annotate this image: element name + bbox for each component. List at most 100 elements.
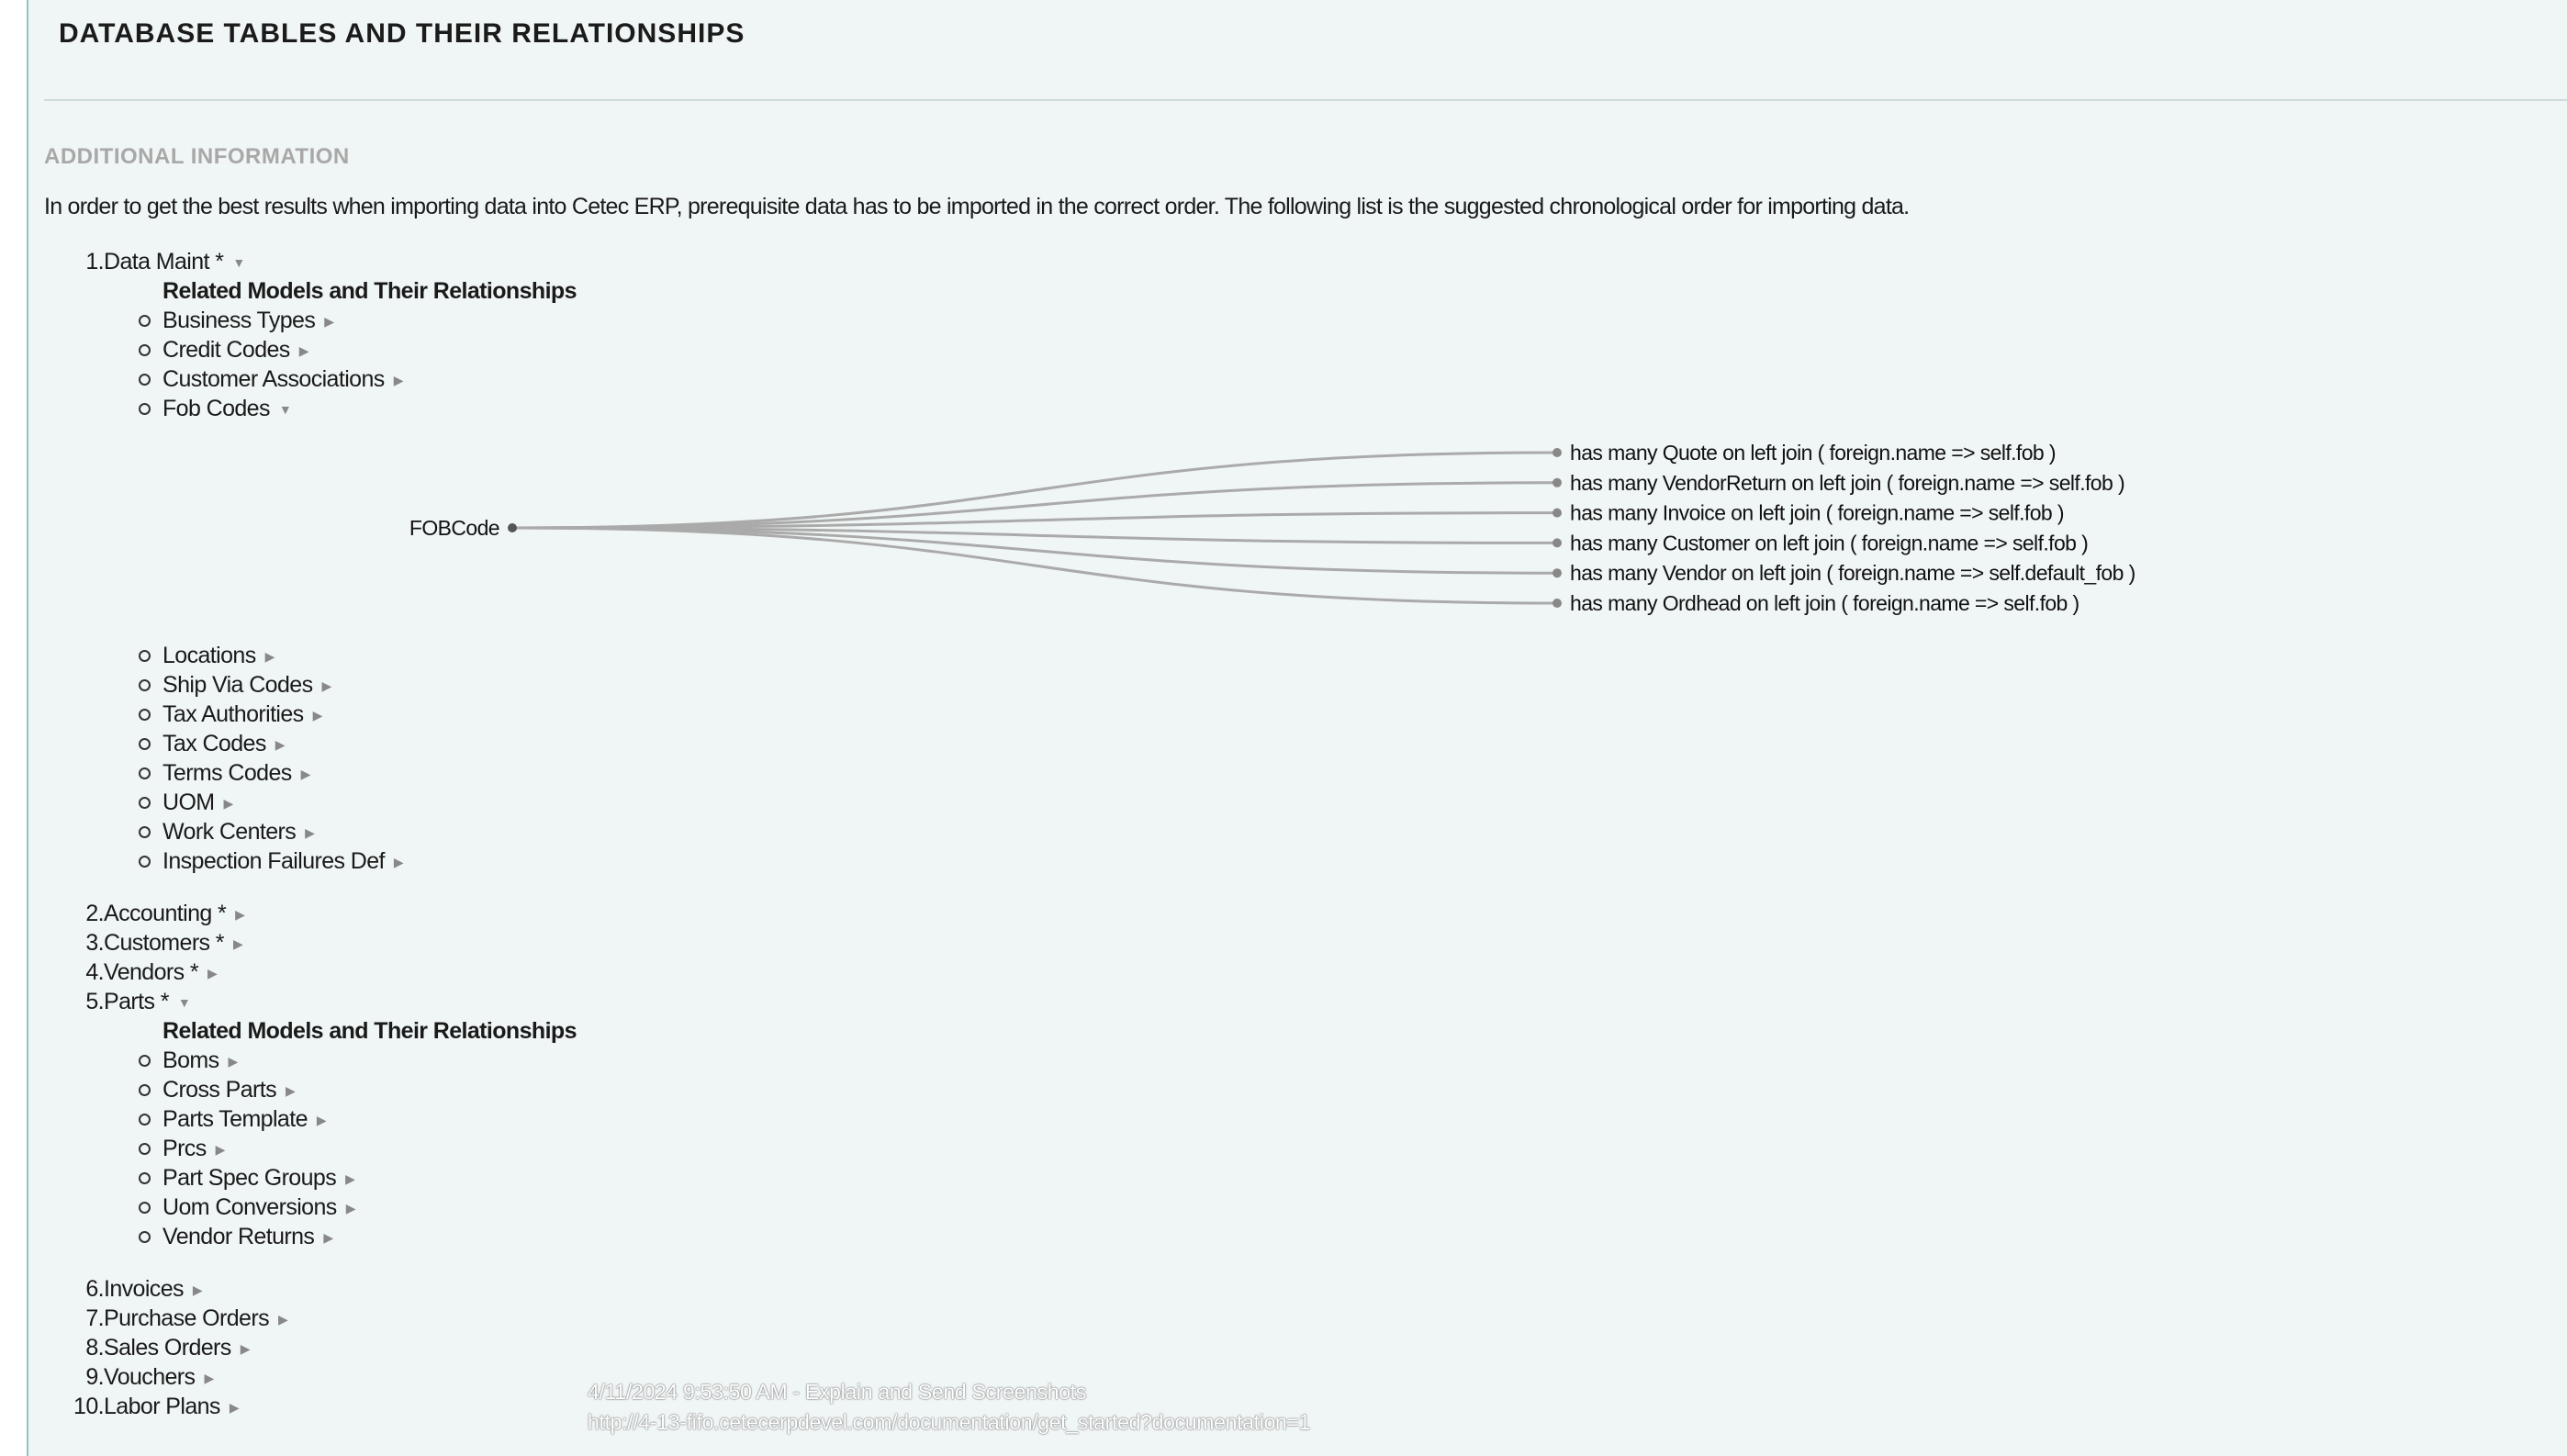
list-item-label[interactable]: Purchase Orders▶ xyxy=(104,1304,288,1334)
sub-list-item-label[interactable]: UOM▶ xyxy=(163,788,233,818)
sub-list-item-label[interactable]: Tax Authorities▶ xyxy=(163,700,322,730)
watermark-timestamp: 4/11/2024 9:53:50 AM - Explain and Send … xyxy=(588,1380,1087,1404)
relation-node[interactable] xyxy=(1553,448,1562,457)
caret-right-icon[interactable]: ▶ xyxy=(300,767,311,782)
sub-list-item-label[interactable]: Uom Conversions▶ xyxy=(163,1193,355,1223)
sub-list-item-label[interactable]: Work Centers▶ xyxy=(163,817,315,847)
list-item-label[interactable]: Vendors *▶ xyxy=(104,958,218,988)
list-item-label[interactable]: Data Maint *▼ xyxy=(104,247,245,277)
bullet-icon xyxy=(139,738,151,750)
sub-list-item-label[interactable]: Terms Codes ▶ xyxy=(163,758,310,789)
sub-list-item-label[interactable]: Customer Associations▶ xyxy=(163,364,403,395)
sub-list-item-label[interactable]: Part Spec Groups▶ xyxy=(163,1163,355,1193)
sub-list-item[interactable]: Vendor Returns▶ xyxy=(28,1222,2507,1251)
caret-right-icon[interactable]: ▶ xyxy=(228,1054,239,1070)
sub-list-item[interactable]: Business Types▶ xyxy=(28,306,2507,335)
sub-list-item-label[interactable]: Boms▶ xyxy=(163,1046,238,1076)
caret-right-icon[interactable]: ▶ xyxy=(393,855,404,870)
sub-list-item[interactable]: Ship Via Codes▶ xyxy=(28,670,2507,700)
caret-right-icon[interactable]: ▶ xyxy=(229,1400,240,1416)
caret-right-icon[interactable]: ▶ xyxy=(393,373,404,388)
list-item-label[interactable]: Vouchers▶ xyxy=(104,1362,214,1393)
caret-right-icon[interactable]: ▶ xyxy=(215,1142,226,1158)
relation-node[interactable] xyxy=(1553,568,1562,578)
caret-right-icon[interactable]: ▶ xyxy=(277,1312,288,1327)
sub-list-item[interactable]: Inspection Failures Def▶ xyxy=(28,846,2507,876)
sub-list-item-label[interactable]: Prcs▶ xyxy=(163,1134,225,1164)
sub-list-item[interactable]: Parts Template▶ xyxy=(28,1104,2507,1134)
sub-list-item-label[interactable]: Credit Codes▶ xyxy=(163,335,308,365)
caret-right-icon[interactable]: ▶ xyxy=(192,1282,203,1298)
list-item[interactable]: 1.Data Maint *▼ xyxy=(28,247,2507,276)
sub-list-item-text: Terms Codes xyxy=(163,760,292,786)
root-node[interactable] xyxy=(508,523,517,532)
list-item[interactable]: 10.Labor Plans▶ xyxy=(28,1392,2507,1421)
list-item[interactable]: 3.Customers *▶ xyxy=(28,928,2507,958)
sub-list-item[interactable]: UOM▶ xyxy=(28,788,2507,817)
sub-list-item-label[interactable]: Cross Parts▶ xyxy=(163,1075,296,1105)
caret-right-icon[interactable]: ▶ xyxy=(324,314,334,330)
sub-list-item[interactable]: Fob Codes▼ xyxy=(28,394,2507,423)
sub-list-item[interactable]: Part Spec Groups▶ xyxy=(28,1163,2507,1193)
sub-list-item[interactable]: Tax Codes▶ xyxy=(28,729,2507,758)
list-item[interactable]: 6.Invoices▶ xyxy=(28,1274,2507,1304)
sub-list-item[interactable]: Work Centers▶ xyxy=(28,817,2507,846)
caret-right-icon[interactable]: ▶ xyxy=(316,1113,327,1128)
sub-list-item[interactable]: Tax Authorities▶ xyxy=(28,700,2507,729)
sub-list-item[interactable]: Terms Codes ▶ xyxy=(28,758,2507,788)
caret-right-icon[interactable]: ▶ xyxy=(240,1341,251,1357)
list-item-label[interactable]: Labor Plans▶ xyxy=(104,1392,240,1422)
caret-right-icon[interactable]: ▶ xyxy=(345,1201,356,1216)
relation-node[interactable] xyxy=(1553,508,1562,518)
caret-down-icon[interactable]: ▼ xyxy=(278,402,292,418)
sub-list-item[interactable]: Prcs▶ xyxy=(28,1134,2507,1163)
caret-right-icon[interactable]: ▶ xyxy=(204,1371,214,1386)
caret-right-icon[interactable]: ▶ xyxy=(235,907,245,923)
list-item[interactable]: 7.Purchase Orders▶ xyxy=(28,1304,2507,1333)
caret-right-icon[interactable]: ▶ xyxy=(321,678,331,694)
caret-right-icon[interactable]: ▶ xyxy=(232,936,243,952)
sub-list-item-label[interactable]: Business Types▶ xyxy=(163,306,334,336)
caret-right-icon[interactable]: ▶ xyxy=(223,796,234,812)
caret-right-icon[interactable]: ▶ xyxy=(298,343,309,359)
list-item-label[interactable]: Accounting * ▶ xyxy=(104,899,245,929)
caret-down-icon[interactable]: ▼ xyxy=(232,255,245,271)
caret-right-icon[interactable]: ▶ xyxy=(305,825,315,841)
sub-list-item-label[interactable]: Parts Template▶ xyxy=(163,1104,327,1135)
list-item-number: 9. xyxy=(85,1364,104,1390)
sub-list-item-label[interactable]: Tax Codes▶ xyxy=(163,729,286,759)
bullet-icon xyxy=(139,826,151,838)
relation-node[interactable] xyxy=(1553,599,1562,608)
sub-list-item[interactable]: Locations▶ xyxy=(28,641,2507,670)
sub-list-item[interactable]: Credit Codes▶ xyxy=(28,335,2507,364)
list-item[interactable]: 4.Vendors *▶ xyxy=(28,958,2507,987)
list-item[interactable]: 2.Accounting *▶ xyxy=(28,899,2507,928)
caret-right-icon[interactable]: ▶ xyxy=(345,1171,355,1187)
list-item-label[interactable]: Parts *▼ xyxy=(104,987,191,1017)
list-item[interactable]: 9.Vouchers▶ xyxy=(28,1362,2507,1392)
list-item-label[interactable]: Customers *▶ xyxy=(104,928,243,958)
caret-right-icon[interactable]: ▶ xyxy=(264,649,275,665)
sub-list-item-label[interactable]: Locations▶ xyxy=(163,641,275,671)
caret-right-icon[interactable]: ▶ xyxy=(312,708,323,723)
sub-list-item-label[interactable]: Vendor Returns▶ xyxy=(163,1222,333,1252)
list-item-label[interactable]: Sales Orders▶ xyxy=(104,1333,250,1363)
list-item-text: Accounting * xyxy=(104,901,227,926)
list-item[interactable]: 5.Parts *▼ xyxy=(28,987,2507,1016)
sub-list-item[interactable]: Uom Conversions▶ xyxy=(28,1193,2507,1222)
sub-list-item[interactable]: Cross Parts▶ xyxy=(28,1075,2507,1104)
caret-right-icon[interactable]: ▶ xyxy=(275,737,286,753)
relation-node[interactable] xyxy=(1553,477,1562,487)
sub-list-item[interactable]: Boms▶ xyxy=(28,1046,2507,1075)
sub-list-item-label[interactable]: Inspection Failures Def▶ xyxy=(163,846,404,877)
caret-right-icon[interactable]: ▶ xyxy=(207,966,218,981)
caret-right-icon[interactable]: ▶ xyxy=(285,1083,296,1099)
caret-down-icon[interactable]: ▼ xyxy=(177,995,191,1011)
sub-list-item[interactable]: Customer Associations▶ xyxy=(28,364,2507,394)
list-item[interactable]: 8.Sales Orders▶ xyxy=(28,1333,2507,1362)
relation-node[interactable] xyxy=(1553,538,1562,548)
list-item-label[interactable]: Invoices▶ xyxy=(104,1274,203,1305)
sub-list-item-label[interactable]: Fob Codes▼ xyxy=(163,394,292,424)
sub-list-item-label[interactable]: Ship Via Codes▶ xyxy=(163,670,331,700)
caret-right-icon[interactable]: ▶ xyxy=(323,1230,333,1246)
